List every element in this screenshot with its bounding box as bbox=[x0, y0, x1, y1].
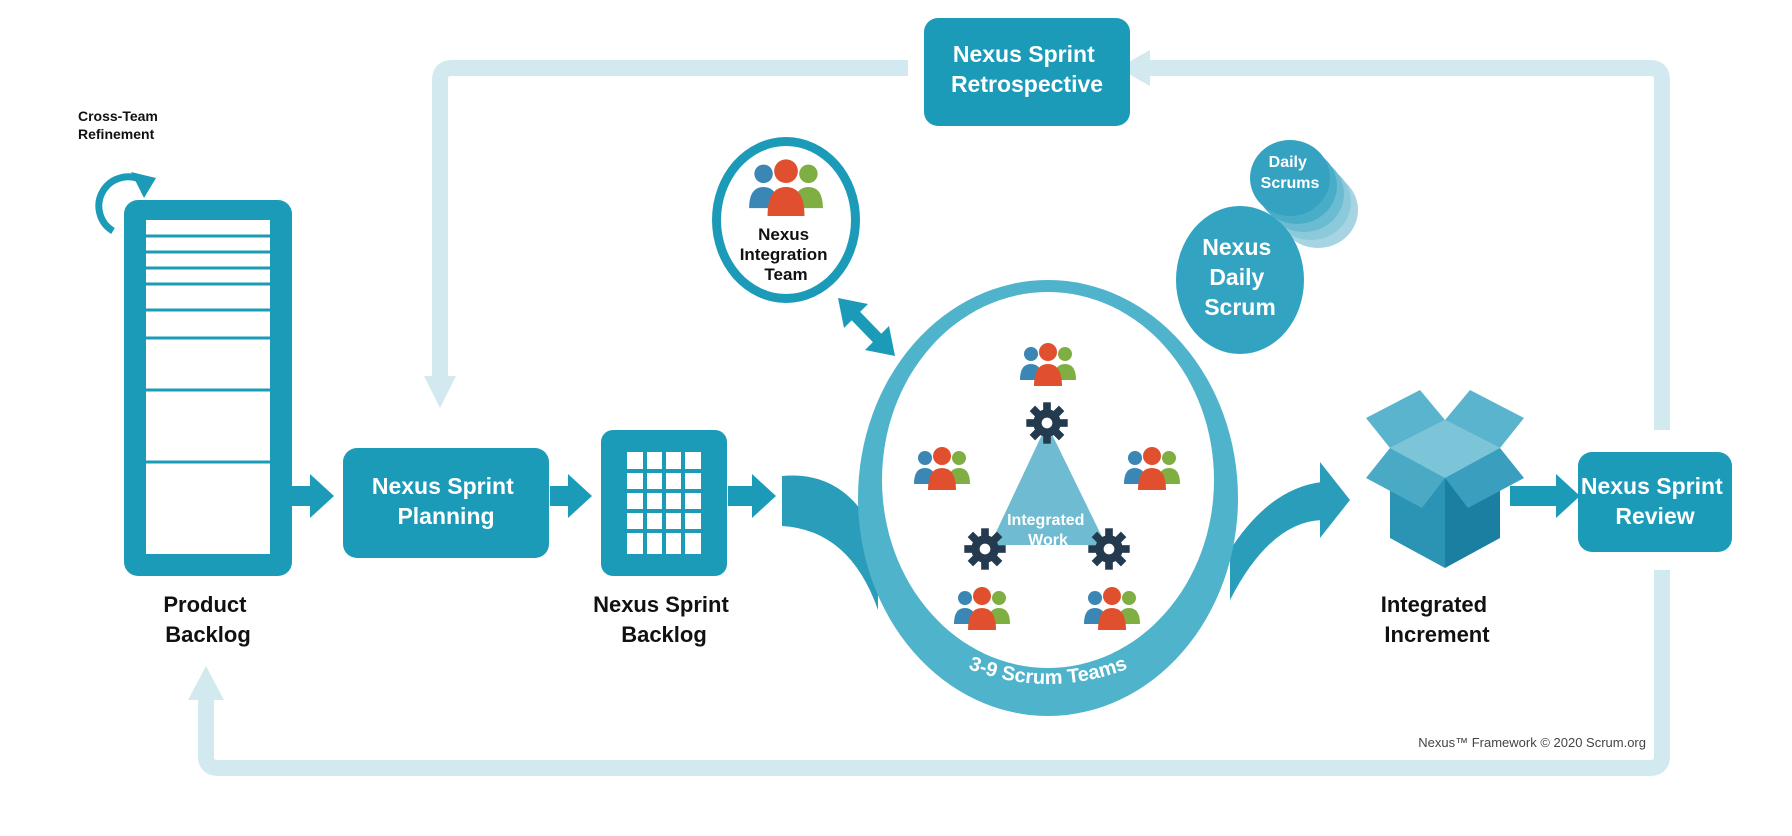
nexus-integration-team-label: Nexus Integration Team bbox=[740, 225, 833, 284]
arrow-increment-to-review-icon bbox=[1510, 474, 1580, 518]
arrow-planning-to-sprint-backlog-icon bbox=[550, 474, 592, 518]
arrow-to-planning-icon bbox=[424, 376, 456, 408]
scrum-team-icon bbox=[1084, 587, 1140, 630]
arrow-backlog-to-planning-icon bbox=[292, 474, 334, 518]
scrum-team-icon bbox=[914, 447, 970, 490]
gear-top-icon bbox=[1026, 402, 1068, 444]
refinement-arrow-icon bbox=[131, 172, 156, 198]
copyright-notice: Nexus™ Framework © 2020 Scrum.org bbox=[1418, 735, 1646, 750]
product-backlog-icon bbox=[124, 200, 292, 576]
nexus-sprint-retrospective-label: Nexus Sprint Retrospective bbox=[951, 41, 1103, 97]
scrum-team-icon bbox=[1124, 447, 1180, 490]
nexus-sprint-planning-label: Nexus Sprint Planning bbox=[372, 473, 520, 529]
arrow-to-retrospective-icon bbox=[1118, 50, 1150, 86]
integration-double-arrow-icon bbox=[838, 298, 895, 356]
nexus-integration-team-people-icon bbox=[749, 159, 823, 216]
nexus-daily-scrum-label: Nexus Daily Scrum bbox=[1202, 234, 1277, 320]
daily-scrums-label: Daily Scrums bbox=[1261, 154, 1320, 192]
gear-left-icon bbox=[964, 528, 1006, 570]
scrum-team-icon bbox=[954, 587, 1010, 630]
integrated-increment-box-icon bbox=[1366, 390, 1524, 568]
nexus-sprint-retrospective-box bbox=[924, 18, 1130, 126]
cross-team-refinement-label: Cross-Team Refinement bbox=[78, 108, 162, 142]
nexus-sprint-backlog-label: Nexus Sprint Backlog bbox=[593, 592, 735, 647]
gear-right-icon bbox=[1088, 528, 1130, 570]
nexus-sprint-review-label: Nexus Sprint Review bbox=[1581, 473, 1729, 529]
nexus-daily-scrum-bubble bbox=[1176, 206, 1304, 354]
nexus-sprint-review-box bbox=[1578, 452, 1732, 552]
arrow-to-product-backlog-icon bbox=[188, 666, 224, 700]
nexus-sprint-backlog-icon bbox=[601, 430, 727, 576]
arrow-sprint-backlog-to-teams-icon bbox=[728, 474, 776, 518]
nexus-sprint-planning-box bbox=[343, 448, 549, 558]
scrum-team-icon bbox=[1020, 343, 1076, 386]
feedback-loop bbox=[198, 60, 1670, 776]
integrated-work-triangle bbox=[990, 424, 1106, 545]
refinement-cycle-icon bbox=[95, 173, 145, 234]
integrated-increment-label: Integrated Increment bbox=[1381, 592, 1493, 647]
product-backlog-label: Product Backlog bbox=[163, 592, 252, 647]
nexus-integration-team: Nexus Integration Team bbox=[712, 137, 860, 303]
flow-arrows bbox=[292, 474, 1580, 518]
swoosh-out-of-teams-icon bbox=[1230, 462, 1350, 600]
daily-scrums-stack: Daily Scrums bbox=[1250, 140, 1358, 248]
swoosh-into-teams-icon bbox=[782, 475, 878, 610]
integrated-work-label: Integrated Work bbox=[1007, 512, 1089, 549]
